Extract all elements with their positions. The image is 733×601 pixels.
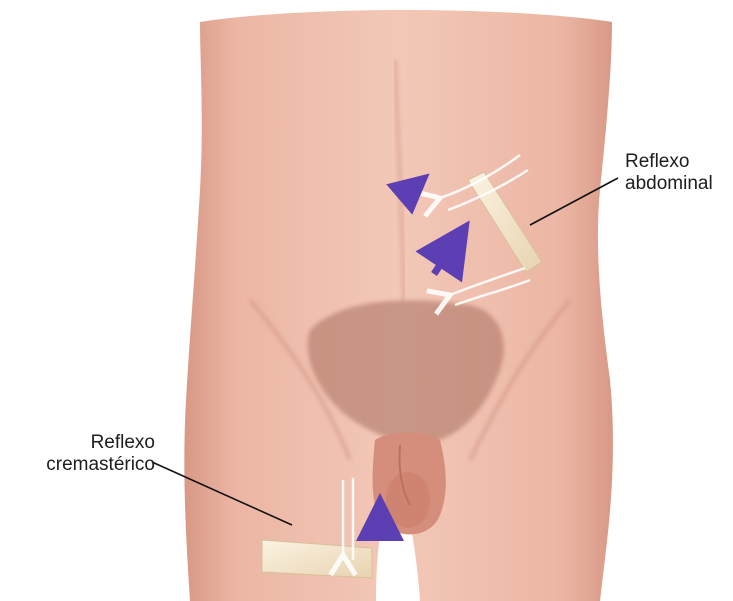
label-abdominal-line2: abdominal [625,173,713,195]
genitals [373,433,446,535]
label-abdominal-reflex: Reflexo abdominal [625,151,713,195]
label-cremasteric-line2: cremastérico [10,454,155,476]
label-cremasteric-line1: Reflexo [10,432,155,454]
label-cremasteric-reflex: Reflexo cremastérico [10,432,155,476]
label-abdominal-line1: Reflexo [625,151,713,173]
